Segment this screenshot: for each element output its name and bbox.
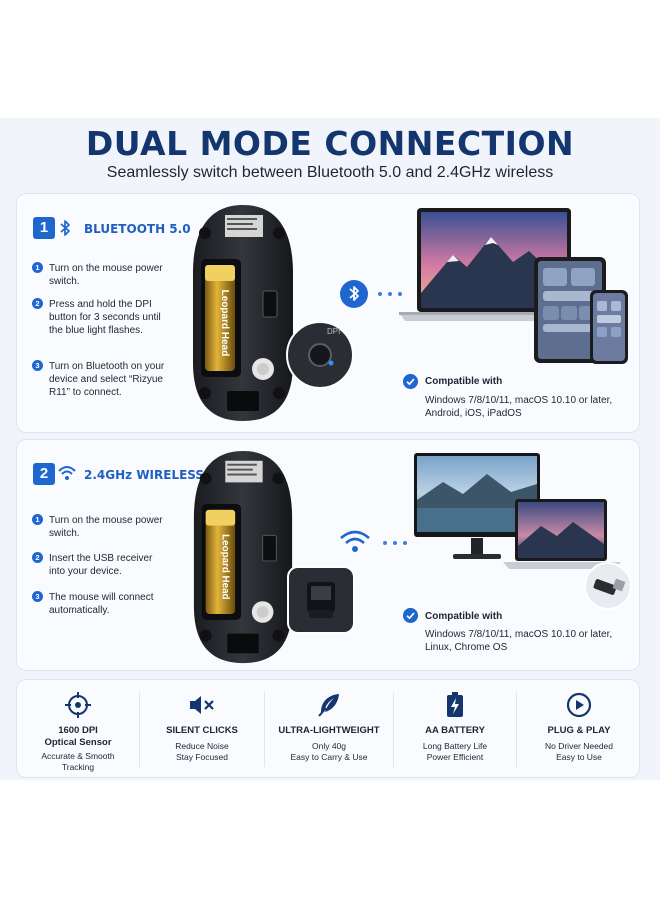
step-text: Insert the USB receiver into your device… — [49, 553, 153, 577]
bluetooth-icon — [60, 220, 70, 236]
step-number: 3 — [32, 591, 43, 602]
bluetooth-signal-icon — [340, 280, 402, 308]
battery-label: Leopard Head — [219, 290, 230, 357]
step-text: Turn on the mouse power switch. — [49, 263, 163, 287]
dpi-button-callout: DPI — [286, 321, 354, 389]
step-text: The mouse will connect automatically. — [49, 592, 154, 616]
feature-title: 1600 DPI Optical Sensor — [44, 725, 112, 748]
divider — [516, 692, 517, 767]
section-number-badge: 2 — [33, 463, 55, 485]
crosshair-icon — [17, 692, 139, 718]
section-title: BLUETOOTH 5.0 — [84, 222, 191, 236]
phone-image — [590, 290, 628, 364]
step-text: Press and hold the DPI button for 3 seco… — [49, 299, 161, 336]
wireless-signal-icon — [340, 530, 407, 552]
step-item: 2 Insert the USB receiver into your devi… — [32, 552, 161, 578]
feature-silent: SILENT CLICKS Reduce Noise Stay Focused — [140, 680, 264, 779]
mute-icon — [140, 692, 264, 718]
feature-title: ULTRA-LIGHTWEIGHT — [278, 725, 380, 736]
feature-line: Easy to Use — [556, 752, 602, 762]
play-icon — [517, 692, 641, 718]
section-title: 2.4GHz WIRELESS — [84, 468, 205, 482]
step-number: 1 — [32, 514, 43, 525]
tablet-image — [534, 257, 606, 363]
compat-text: Windows 7/8/10/11, macOS 10.10 or later,… — [425, 629, 613, 653]
step-item: 3 The mouse will connect automatically. — [32, 591, 161, 617]
feature-title: PLUG & PLAY — [547, 725, 611, 736]
check-icon — [403, 374, 418, 389]
feather-icon — [265, 692, 393, 718]
step-number: 2 — [32, 298, 43, 309]
usb-receiver-callout — [287, 566, 355, 634]
bluetooth-panel: 1 BLUETOOTH 5.0 1 Turn on the mouse powe… — [16, 193, 640, 433]
wireless-panel: 2 2.4GHz WIRELESS 1 Turn on the mouse po… — [16, 439, 640, 671]
battery-icon — [394, 692, 516, 718]
wifi-icon — [58, 466, 76, 480]
divider — [139, 692, 140, 767]
mouse-underside-image: Leopard Head — [193, 450, 293, 664]
mouse-underside-image: Leopard Head — [193, 205, 293, 421]
divider — [393, 692, 394, 767]
step-number: 2 — [32, 552, 43, 563]
feature-line: Tracking — [61, 762, 95, 772]
feature-line: Reduce Noise — [175, 741, 229, 751]
feature-dpi: 1600 DPI Optical Sensor Accurate & Smoot… — [17, 680, 139, 779]
features-panel: 1600 DPI Optical Sensor Accurate & Smoot… — [16, 679, 640, 778]
page-title: DUAL MODE CONNECTION — [85, 124, 575, 163]
compat-title: Compatible with — [425, 611, 503, 622]
step-text: Turn on the mouse power switch. — [49, 515, 163, 539]
step-text: Turn on Bluetooth on your device and sel… — [49, 361, 165, 398]
step-item: 2 Press and hold the DPI button for 3 se… — [32, 298, 161, 337]
feature-line: Accurate & Smooth — [41, 751, 115, 761]
dpi-label: DPI — [327, 327, 340, 336]
feature-line: Easy to Carry & Use — [290, 752, 368, 762]
usb-receiver-image — [584, 562, 632, 610]
feature-line: Only 40g — [311, 741, 347, 751]
feature-lightweight: ULTRA-LIGHTWEIGHT Only 40g Easy to Carry… — [265, 680, 393, 779]
check-icon — [403, 608, 418, 623]
step-number: 3 — [32, 360, 43, 371]
step-item: 1 Turn on the mouse power switch. — [32, 514, 189, 540]
feature-plug-play: PLUG & PLAY No Driver Needed Easy to Use — [517, 680, 641, 779]
feature-title: SILENT CLICKS — [166, 725, 238, 736]
compat-title: Compatible with — [425, 376, 503, 387]
step-item: 1 Turn on the mouse power switch. — [32, 262, 189, 288]
feature-line: Long Battery Life — [422, 741, 488, 751]
feature-line: Power Efficient — [426, 752, 484, 762]
divider — [264, 692, 265, 767]
battery-label: Leopard Head — [219, 534, 230, 599]
laptop-image — [503, 499, 621, 569]
step-item: 3 Turn on Bluetooth on your device and s… — [32, 360, 165, 399]
feature-battery: AA BATTERY Long Battery Life Power Effic… — [394, 680, 516, 779]
section-number-badge: 1 — [33, 217, 55, 239]
feature-line: Stay Focused — [176, 752, 228, 762]
compat-text: Windows 7/8/10/11, macOS 10.10 or later,… — [425, 395, 613, 419]
step-number: 1 — [32, 262, 43, 273]
feature-line: No Driver Needed — [544, 741, 614, 751]
feature-title: AA BATTERY — [425, 725, 485, 736]
page-subtitle: Seamlessly switch between Bluetooth 5.0 … — [106, 164, 554, 181]
